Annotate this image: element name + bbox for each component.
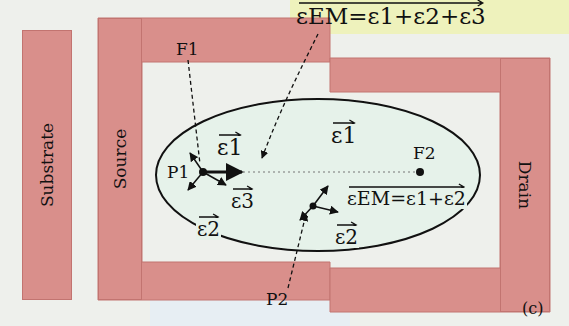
panel-label: (c) <box>522 300 543 318</box>
ellipse-outline <box>156 99 480 251</box>
field-vector <box>313 186 328 206</box>
field-vector <box>300 206 313 220</box>
yellow-band <box>290 0 569 34</box>
field-vector-label: ε1 <box>216 136 243 160</box>
source-band: Source <box>98 18 142 300</box>
focus-point <box>416 168 424 176</box>
focus-label: F1 <box>176 40 199 59</box>
leader-line <box>262 34 318 158</box>
leader-line <box>288 214 306 288</box>
field-vector <box>203 172 226 185</box>
field-formula: εEM=ε1+ε2+ε3 <box>296 4 486 29</box>
field-vector <box>190 153 203 172</box>
focal-axis <box>203 172 420 173</box>
drain-band: Drain <box>500 58 550 312</box>
point-label: P2 <box>266 290 288 309</box>
field-vector <box>313 206 338 212</box>
field-vector <box>203 171 242 174</box>
focus-label: F2 <box>412 144 437 163</box>
region-label: Substrate <box>37 123 57 207</box>
field-formula: εEM=ε1+ε2 <box>346 188 467 209</box>
region-label: Drain <box>515 161 535 209</box>
field-vector-label: ε3 <box>230 190 255 212</box>
field-vector-label: ε1 <box>330 124 357 148</box>
substrate-band: Substrate <box>22 30 72 300</box>
field-vector-label: ε2 <box>196 218 221 240</box>
leader-line <box>188 60 200 164</box>
region-label: Source <box>110 129 130 190</box>
point-label: P1 <box>166 163 190 182</box>
field-vector-label: ε2 <box>334 226 359 248</box>
